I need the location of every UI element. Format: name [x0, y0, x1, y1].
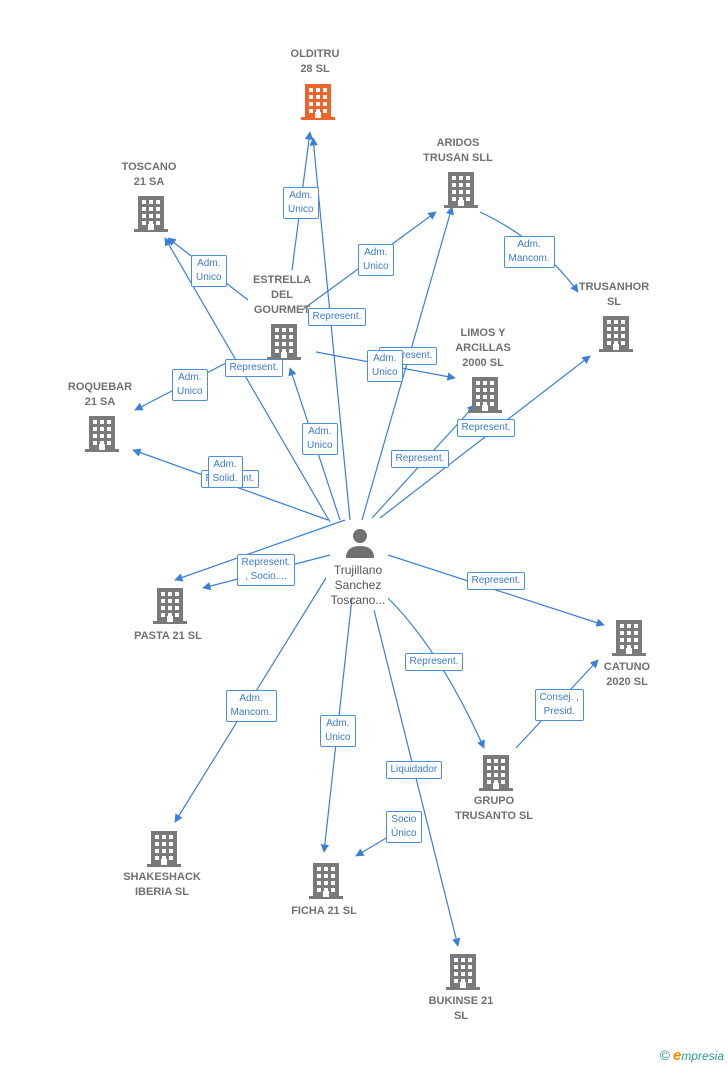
node-label-trusanhor[interactable]: TRUSANHOR SL [578, 281, 650, 308]
brand-name: mpresia [681, 1049, 724, 1063]
empresia-brand[interactable]: ©empresia [660, 1047, 724, 1064]
node-label-pasta[interactable]: PASTA 21 SL [134, 629, 202, 642]
edge-line-10 [387, 554, 605, 627]
building-icon-roquebar[interactable] [85, 414, 119, 454]
node-label-ficha[interactable]: FICHA 21 SL [291, 904, 357, 917]
node-label-olditru[interactable]: OLDITRU 28 SL [290, 48, 340, 75]
edge-label-e2[interactable]: Adm. Unico [191, 255, 227, 287]
edge-label-e19[interactable]: Adm. Mancom. [225, 690, 277, 722]
node-label-shakeshack[interactable]: SHAKESHACK IBERIA SL [123, 871, 201, 898]
node-label-roquebar[interactable]: ROQUEBAR 21 SA [67, 381, 133, 408]
building-icon-grupo[interactable] [479, 753, 513, 793]
edge-label-e22[interactable]: Socio Único [386, 811, 422, 843]
node-label-grupo[interactable]: GRUPO TRUSANTO SL [454, 795, 534, 822]
copyright-symbol: © [659, 1047, 670, 1063]
building-icon-estrella[interactable] [267, 322, 301, 362]
building-icon-catuno[interactable] [612, 618, 646, 658]
node-label-toscano[interactable]: TOSCANO 21 SA [121, 161, 177, 188]
building-icon-ficha[interactable] [309, 861, 343, 901]
node-label-bukinse[interactable]: BUKINSE 21 SL [428, 995, 494, 1022]
building-icon-bukinse[interactable] [446, 952, 480, 992]
edge-label-e12[interactable]: Represent. [390, 450, 450, 468]
brand-initial: e [672, 1047, 682, 1064]
edge-label-e14[interactable]: Adm. Solid. [207, 456, 243, 488]
edge-label-e1[interactable]: Adm. Unico [283, 187, 319, 219]
building-icon-shakeshack[interactable] [147, 829, 181, 869]
edge-label-e17[interactable]: Represent. [404, 653, 464, 671]
node-label-person[interactable]: Trujillano Sanchez Toscano... [330, 562, 386, 607]
edge-label-e15[interactable]: Represent. , Socio.... [236, 554, 296, 586]
building-icon-trusanhor[interactable] [599, 314, 633, 354]
edge-label-e8[interactable]: Adm. Unico [367, 350, 403, 382]
building-icon-olditru[interactable] [301, 82, 335, 122]
person-icon-person[interactable] [343, 526, 377, 566]
node-label-limos[interactable]: LIMOS Y ARCILLAS 2000 SL [455, 326, 511, 369]
edge-label-e4[interactable]: Adm. Mancom. [503, 236, 555, 268]
edge-label-e9[interactable]: Adm. Unico [172, 369, 208, 401]
node-label-estrella[interactable]: ESTRELLA DEL GOURMET [252, 273, 312, 316]
building-icon-toscano[interactable] [134, 194, 168, 234]
edge-label-e11[interactable]: Represent. [456, 419, 516, 437]
edge-line-5 [174, 519, 346, 582]
building-icon-limos[interactable] [468, 375, 502, 415]
edge-label-e5[interactable]: Represent. [307, 308, 367, 326]
edge-label-e21[interactable]: Liquidador [385, 761, 443, 779]
edge-label-e6[interactable]: Represent. [224, 359, 284, 377]
edge-label-e16[interactable]: Represent. [466, 572, 526, 590]
node-label-catuno[interactable]: CATUNO 2020 SL [603, 661, 651, 688]
edge-line-9 [379, 355, 591, 519]
edge-label-e18[interactable]: Consej. , Presid. [534, 689, 584, 721]
edge-label-e20[interactable]: Adm. Unico [320, 715, 356, 747]
edge-label-e3[interactable]: Adm. Unico [358, 244, 394, 276]
building-icon-aridos[interactable] [444, 170, 478, 210]
node-label-aridos[interactable]: ARIDOS TRUSAN SLL [423, 137, 493, 164]
building-icon-pasta[interactable] [153, 586, 187, 626]
edge-label-e10[interactable]: Adm. Unico [302, 423, 338, 455]
edge-line-1 [309, 137, 351, 521]
